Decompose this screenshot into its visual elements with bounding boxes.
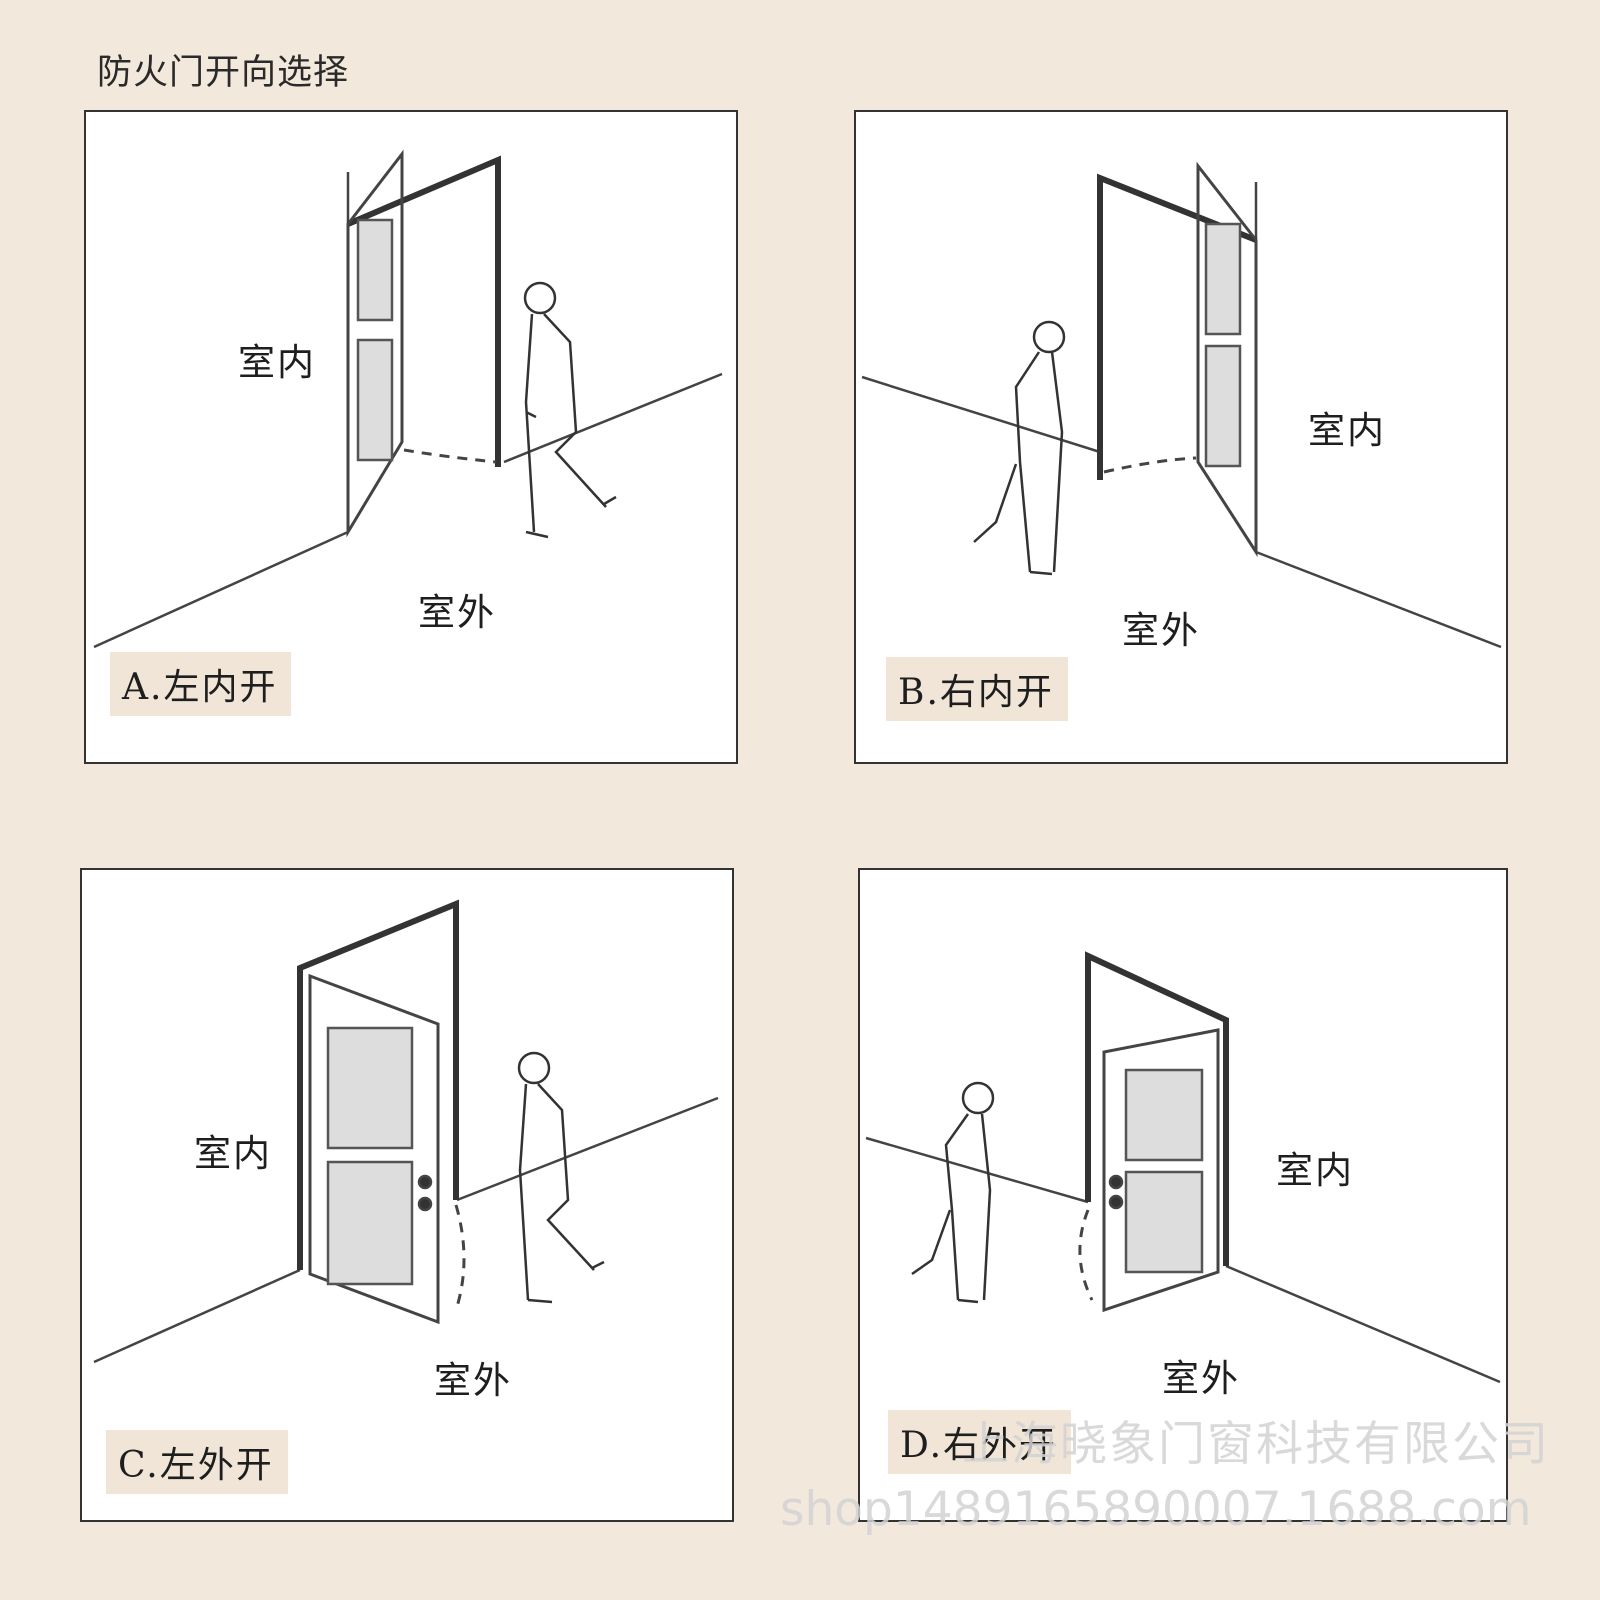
indoor-label: 室内 bbox=[1276, 1149, 1354, 1192]
panel-d-right-outward: 室内 室外 D.右外开 bbox=[858, 868, 1508, 1522]
panel-c-caption: C.左外开 bbox=[106, 1430, 288, 1494]
panel-b-caption: B.右内开 bbox=[886, 657, 1068, 721]
page-title: 防火门开向选择 bbox=[97, 53, 350, 93]
panel-b-right-inward: 室内 室外 B.右内开 bbox=[854, 110, 1508, 764]
watermark-company: 上海晓象门窗科技有限公司 bbox=[962, 1417, 1550, 1472]
panel-a-caption: A.左内开 bbox=[110, 652, 292, 716]
outdoor-label: 室外 bbox=[418, 591, 496, 634]
outdoor-label: 室外 bbox=[434, 1359, 512, 1402]
indoor-label: 室内 bbox=[1308, 409, 1386, 452]
door-illustration-d bbox=[865, 951, 1501, 1384]
watermark-shop-url: shop1489165890007.1688.com bbox=[780, 1482, 1532, 1537]
outdoor-label: 室外 bbox=[1162, 1357, 1240, 1400]
door-illustration-b bbox=[861, 161, 1502, 649]
panel-a-left-inward: 室内 室外 A.左内开 bbox=[84, 110, 738, 764]
door-illustration-a bbox=[93, 149, 723, 649]
door-illustration-c bbox=[93, 899, 719, 1364]
indoor-label: 室内 bbox=[194, 1132, 272, 1175]
panel-c-left-outward: 室内 室外 C.左外开 bbox=[80, 868, 734, 1522]
panel-d-caption: D.右外开 bbox=[888, 1410, 1072, 1474]
indoor-label: 室内 bbox=[238, 341, 316, 384]
outdoor-label: 室外 bbox=[1122, 609, 1200, 652]
